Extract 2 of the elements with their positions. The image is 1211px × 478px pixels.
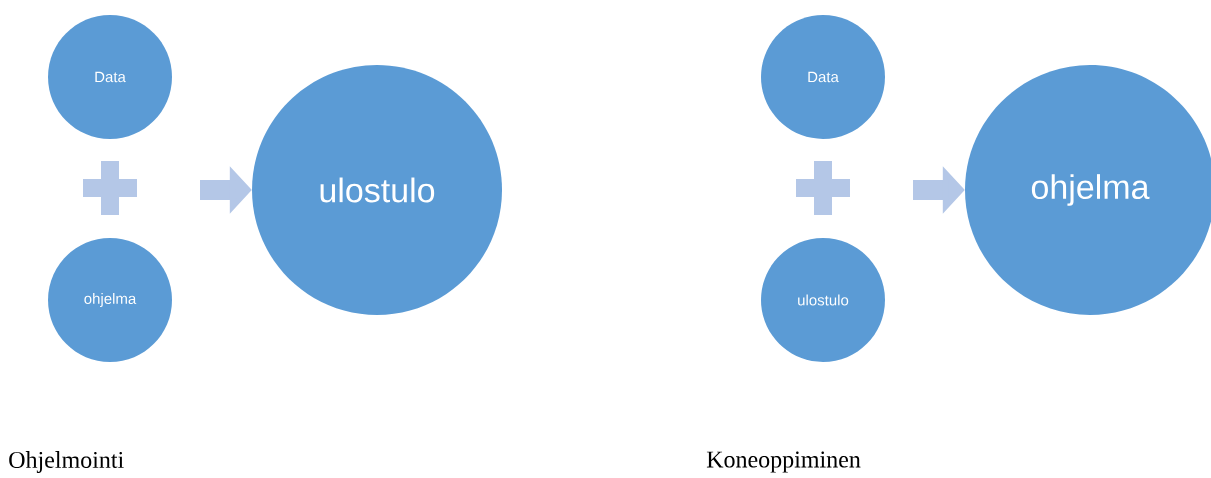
- caption: Koneoppiminen: [706, 451, 861, 473]
- caption: Ohjelmointi: [9, 451, 124, 473]
